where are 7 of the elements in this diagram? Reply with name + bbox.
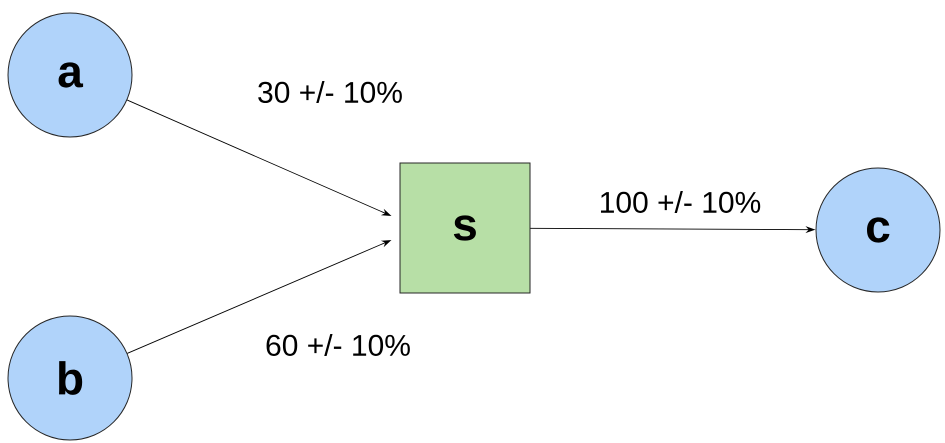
circle-node: a bbox=[8, 12, 132, 138]
process-box: s bbox=[400, 162, 530, 294]
edge-label: 100 +/- 10% bbox=[598, 190, 762, 214]
circle-node: c bbox=[816, 167, 940, 292]
circle-node: b bbox=[8, 315, 132, 440]
edge-label: 60 +/- 10% bbox=[264, 332, 412, 357]
edge-label: 30 +/- 10% bbox=[256, 80, 404, 104]
